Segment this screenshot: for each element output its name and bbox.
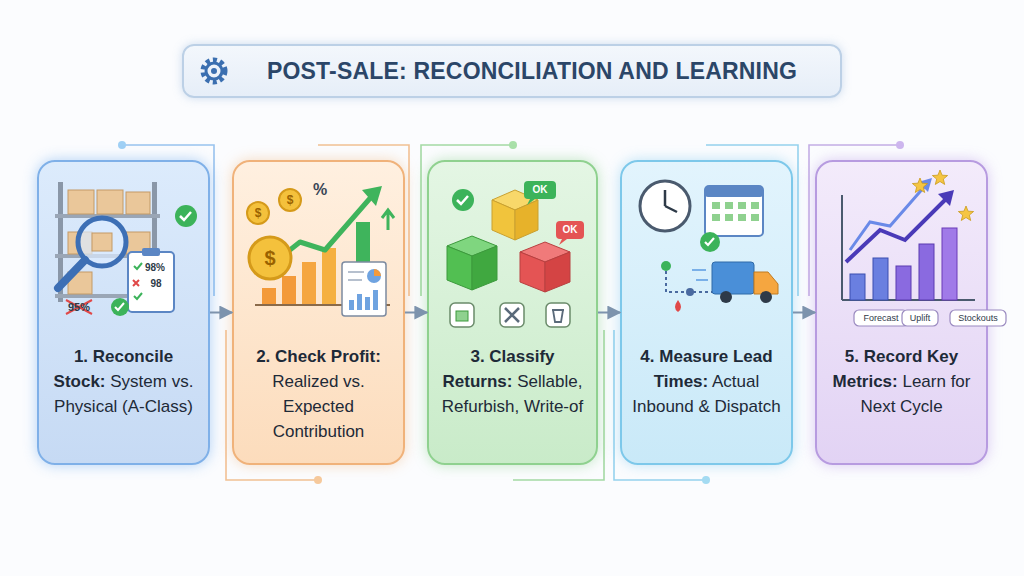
- step-heading: 2. Check Profit:: [256, 347, 381, 366]
- bracket-dot: [509, 141, 517, 149]
- gear-icon: [203, 60, 225, 82]
- flow-connector: [598, 312, 620, 314]
- title-pill: POST-SALE: RECONCILIATION AND LEARNING: [182, 44, 842, 98]
- bracket-dot: [314, 476, 322, 484]
- card-text: 1. Reconcile Stock: System vs. Physical …: [49, 344, 198, 419]
- step-card: 1. Reconcile Stock: System vs. Physical …: [37, 160, 210, 465]
- gear-icon: [206, 63, 222, 79]
- step-card: 2. Check Profit: Realized vs. Expected C…: [232, 160, 405, 465]
- bracket-line: [122, 145, 900, 480]
- flow-connector: [793, 312, 815, 314]
- bracket-dot: [118, 141, 126, 149]
- bracket-dot: [118, 141, 904, 484]
- bracket-dot: [702, 476, 710, 484]
- flow-connector: [210, 312, 232, 314]
- card-text: 4. Measure Lead Times: Actual Inbound & …: [632, 344, 781, 419]
- step-card: 3. Classify Returns: Sellable, Refurbish…: [427, 160, 598, 465]
- gear-icon: [203, 60, 225, 82]
- card-text: 2. Check Profit: Realized vs. Expected C…: [244, 344, 393, 444]
- gear-icon: [211, 68, 217, 74]
- step-card: 4. Measure Lead Times: Actual Inbound & …: [620, 160, 793, 465]
- title-text: POST-SALE: RECONCILIATION AND LEARNING: [267, 58, 797, 85]
- card-text: 3. Classify Returns: Sellable, Refurbish…: [439, 344, 586, 419]
- bracket-dot: [896, 141, 904, 149]
- flow-connector: [405, 312, 427, 314]
- card-text: 5. Record Key Metrics: Learn for Next Cy…: [827, 344, 976, 419]
- step-card: 5. Record Key Metrics: Learn for Next Cy…: [815, 160, 988, 465]
- step-body: Realized vs. Expected Contribution: [272, 372, 365, 441]
